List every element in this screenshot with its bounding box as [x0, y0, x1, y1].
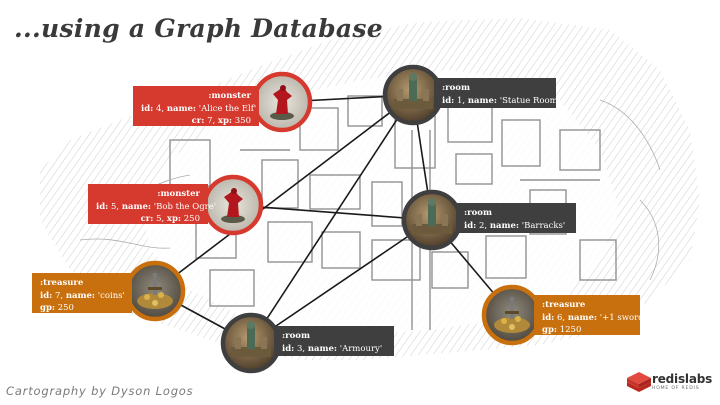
node-type: :room	[464, 208, 492, 218]
key-name: name:	[567, 312, 598, 323]
key-gp: gp:	[542, 325, 558, 335]
brand-logo-text: redislabs	[652, 372, 713, 386]
map-credit: Cartography by Dyson Logos	[6, 384, 194, 398]
key-id: id:	[40, 290, 53, 301]
node-label-room-2: :room id: 2, name: 'Barracks'	[456, 203, 576, 233]
value-xp: 350	[232, 116, 251, 126]
edge-room-2-to-room-3	[250, 219, 433, 344]
value-cr: 7,	[204, 116, 218, 126]
monster-miniature-icon	[221, 188, 245, 223]
node-type: :monster	[208, 91, 251, 101]
value-name: 'coins'	[95, 290, 125, 301]
key-id: id:	[464, 220, 477, 231]
node-label-monster-4: :monster id: 4, name: 'Alice the Elf' cr…	[133, 86, 259, 126]
edge-room-1-to-treasure-7	[154, 94, 414, 292]
value-name: 'Alice the Elf'	[196, 103, 257, 114]
node-type: :room	[442, 83, 470, 93]
treasure-coins-icon	[137, 273, 173, 309]
value-name: 'Barracks'	[519, 220, 566, 231]
key-xp: xp:	[166, 214, 182, 224]
value-xp: 250	[181, 214, 200, 224]
node-label-treasure-7: :treasure id: 7, name: 'coins' gp: 250	[32, 273, 132, 313]
value-id: 1,	[454, 95, 468, 106]
node-type: :monster	[157, 189, 200, 199]
node-room-2[interactable]	[401, 189, 463, 251]
value-name: 'Statue Room'	[497, 95, 561, 106]
node-room-1[interactable]	[382, 64, 444, 126]
statue-room-icon	[393, 73, 433, 109]
value-id: 2,	[476, 220, 490, 231]
key-xp: xp:	[217, 116, 233, 126]
graph-nodes	[124, 64, 543, 374]
value-gp: 250	[55, 303, 74, 313]
key-id: id:	[282, 343, 295, 354]
node-treasure-7[interactable]	[124, 260, 186, 322]
value-gp: 1250	[557, 325, 582, 335]
value-name: '+1 sword'	[597, 312, 646, 323]
key-id: id:	[442, 95, 455, 106]
value-id: 4,	[153, 103, 167, 114]
key-id: id:	[542, 312, 555, 323]
value-cr: 5,	[153, 214, 167, 224]
node-treasure-6[interactable]	[481, 284, 543, 346]
key-id: id:	[96, 201, 109, 212]
brand-tagline: HOME OF REDIS	[652, 386, 700, 391]
key-cr: cr:	[191, 116, 205, 126]
node-type: :treasure	[542, 300, 586, 310]
edge-room-1-to-room-3	[250, 94, 414, 344]
key-name: name:	[121, 201, 152, 212]
key-name: name:	[307, 343, 338, 354]
node-monster-4[interactable]	[251, 71, 313, 133]
value-id: 5,	[108, 201, 122, 212]
node-label-treasure-6: :treasure id: 6, name: '+1 sword' gp: 12…	[534, 295, 646, 335]
redis-cube-icon	[627, 372, 651, 392]
key-gp: gp:	[40, 303, 56, 313]
node-type: :treasure	[40, 278, 84, 288]
page-title: ...using a Graph Database	[14, 14, 383, 43]
node-type: :room	[282, 331, 310, 341]
key-name: name:	[489, 220, 520, 231]
key-name: name:	[166, 103, 197, 114]
value-name: 'Bob the Ogre'	[151, 201, 217, 212]
barracks-icon	[412, 198, 452, 234]
treasure-sword-icon	[494, 297, 530, 333]
node-room-3[interactable]	[220, 312, 282, 374]
key-name: name:	[65, 290, 96, 301]
value-id: 7,	[52, 290, 66, 301]
node-label-monster-5: :monster id: 5, name: 'Bob the Ogre' cr:…	[88, 184, 216, 224]
key-cr: cr:	[140, 214, 154, 224]
node-label-room-3: :room id: 3, name: 'Armoury'	[274, 326, 394, 356]
key-id: id:	[141, 103, 154, 114]
armoury-icon	[231, 321, 271, 357]
monster-miniature-icon	[270, 85, 294, 120]
key-name: name:	[467, 95, 498, 106]
node-label-room-1: :room id: 1, name: 'Statue Room'	[434, 78, 560, 108]
value-id: 6,	[554, 312, 568, 323]
value-name: 'Armoury'	[337, 343, 383, 354]
value-id: 3,	[294, 343, 308, 354]
